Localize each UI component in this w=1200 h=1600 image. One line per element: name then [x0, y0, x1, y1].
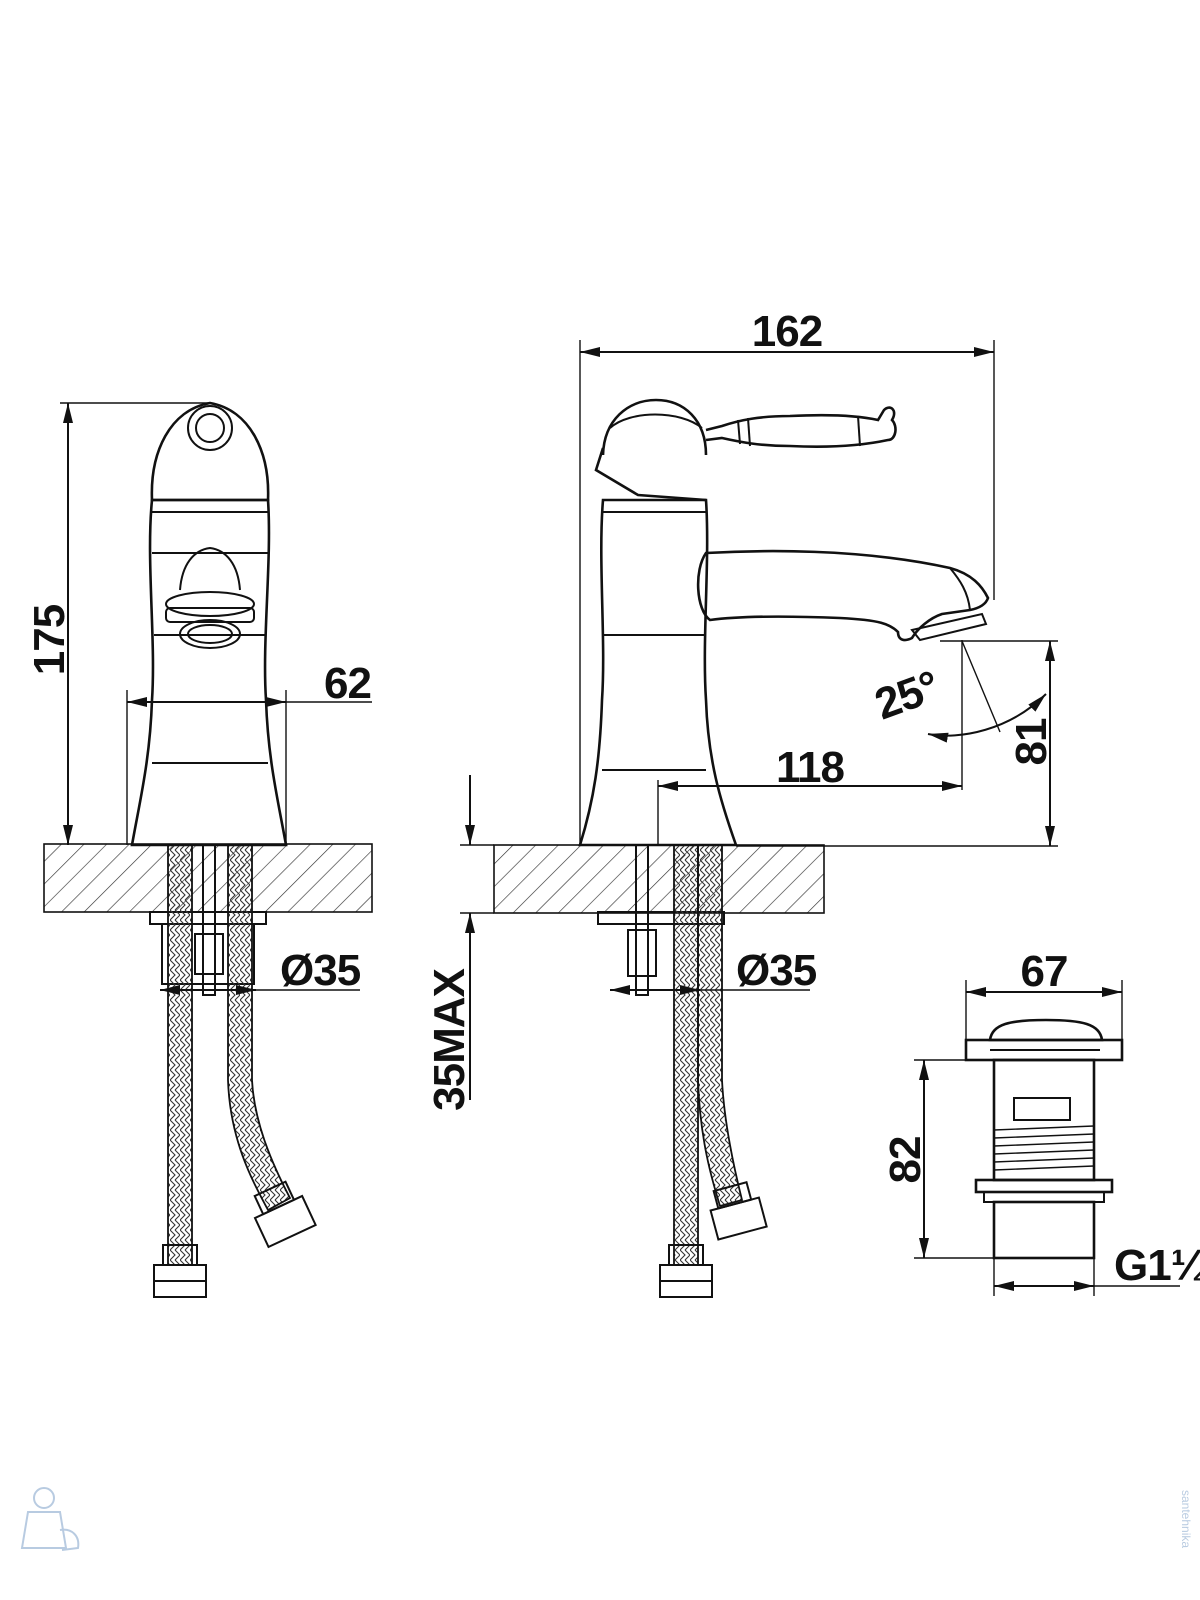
aerator-ring	[165, 591, 255, 617]
base-width-dimension-label: 62	[324, 659, 371, 708]
drain-lock-nut	[974, 1178, 1114, 1194]
hole-diameter-label-side: Ø35	[736, 946, 817, 995]
mounting-hole-front	[161, 923, 255, 985]
drain-view: 67 82 G1¼	[881, 947, 1200, 1296]
drain-thread-upper	[993, 1125, 1095, 1171]
lever-base	[594, 447, 707, 502]
mounting-nut-side	[627, 929, 657, 977]
aerator-side	[910, 612, 988, 642]
supply-hose-left	[167, 844, 193, 1266]
thread-size-label: G1¼	[1114, 1241, 1200, 1290]
angle-label: 25°	[869, 662, 945, 730]
front-view: 175 62 Ø35	[25, 401, 373, 1298]
countertop-section-side	[493, 844, 825, 914]
aerator-outlet	[179, 619, 241, 649]
drain-plug-cap	[988, 1018, 1104, 1042]
handle-knob-front	[150, 401, 270, 502]
spout-cap-front	[179, 546, 241, 591]
porcelain-lever-handle	[705, 406, 897, 449]
faucet-body-side	[578, 498, 738, 847]
lever-hub-inner	[195, 413, 225, 443]
supply-hose-right	[227, 844, 292, 1212]
watermark-text: santehnika	[1179, 1490, 1193, 1548]
drain-width-label: 67	[1021, 947, 1068, 996]
hose-nut-side-b	[709, 1196, 768, 1241]
watermark: santehnika	[20, 1487, 1193, 1551]
countertop-section-front	[43, 843, 373, 913]
spout-reach-label: 118	[776, 743, 845, 792]
hose-nut-right	[253, 1194, 317, 1249]
mounting-nut	[194, 933, 224, 975]
spout-height-label: 81	[1007, 718, 1056, 765]
supply-hose-side-b	[697, 844, 744, 1208]
supply-hose-side-a	[673, 844, 699, 1266]
faucet-body-front	[130, 498, 288, 847]
lever-hub-outer	[187, 405, 233, 451]
side-view: 162 118 81 25° Ø35 35MAX	[425, 307, 1058, 1298]
height-dimension-label: 175	[25, 604, 74, 675]
spout-side	[696, 549, 990, 642]
overall-length-label: 162	[752, 307, 822, 356]
overflow-slot	[1013, 1097, 1071, 1121]
drain-thread-lower	[992, 1200, 1096, 1260]
hole-diameter-label-front: Ø35	[280, 946, 361, 995]
drain-height-label: 82	[881, 1137, 930, 1184]
counter-thickness-label: 35MAX	[425, 968, 474, 1110]
plumber-mascot-icon	[20, 1487, 80, 1551]
handle-dome-side	[601, 398, 708, 456]
angle-arc	[927, 693, 1047, 743]
